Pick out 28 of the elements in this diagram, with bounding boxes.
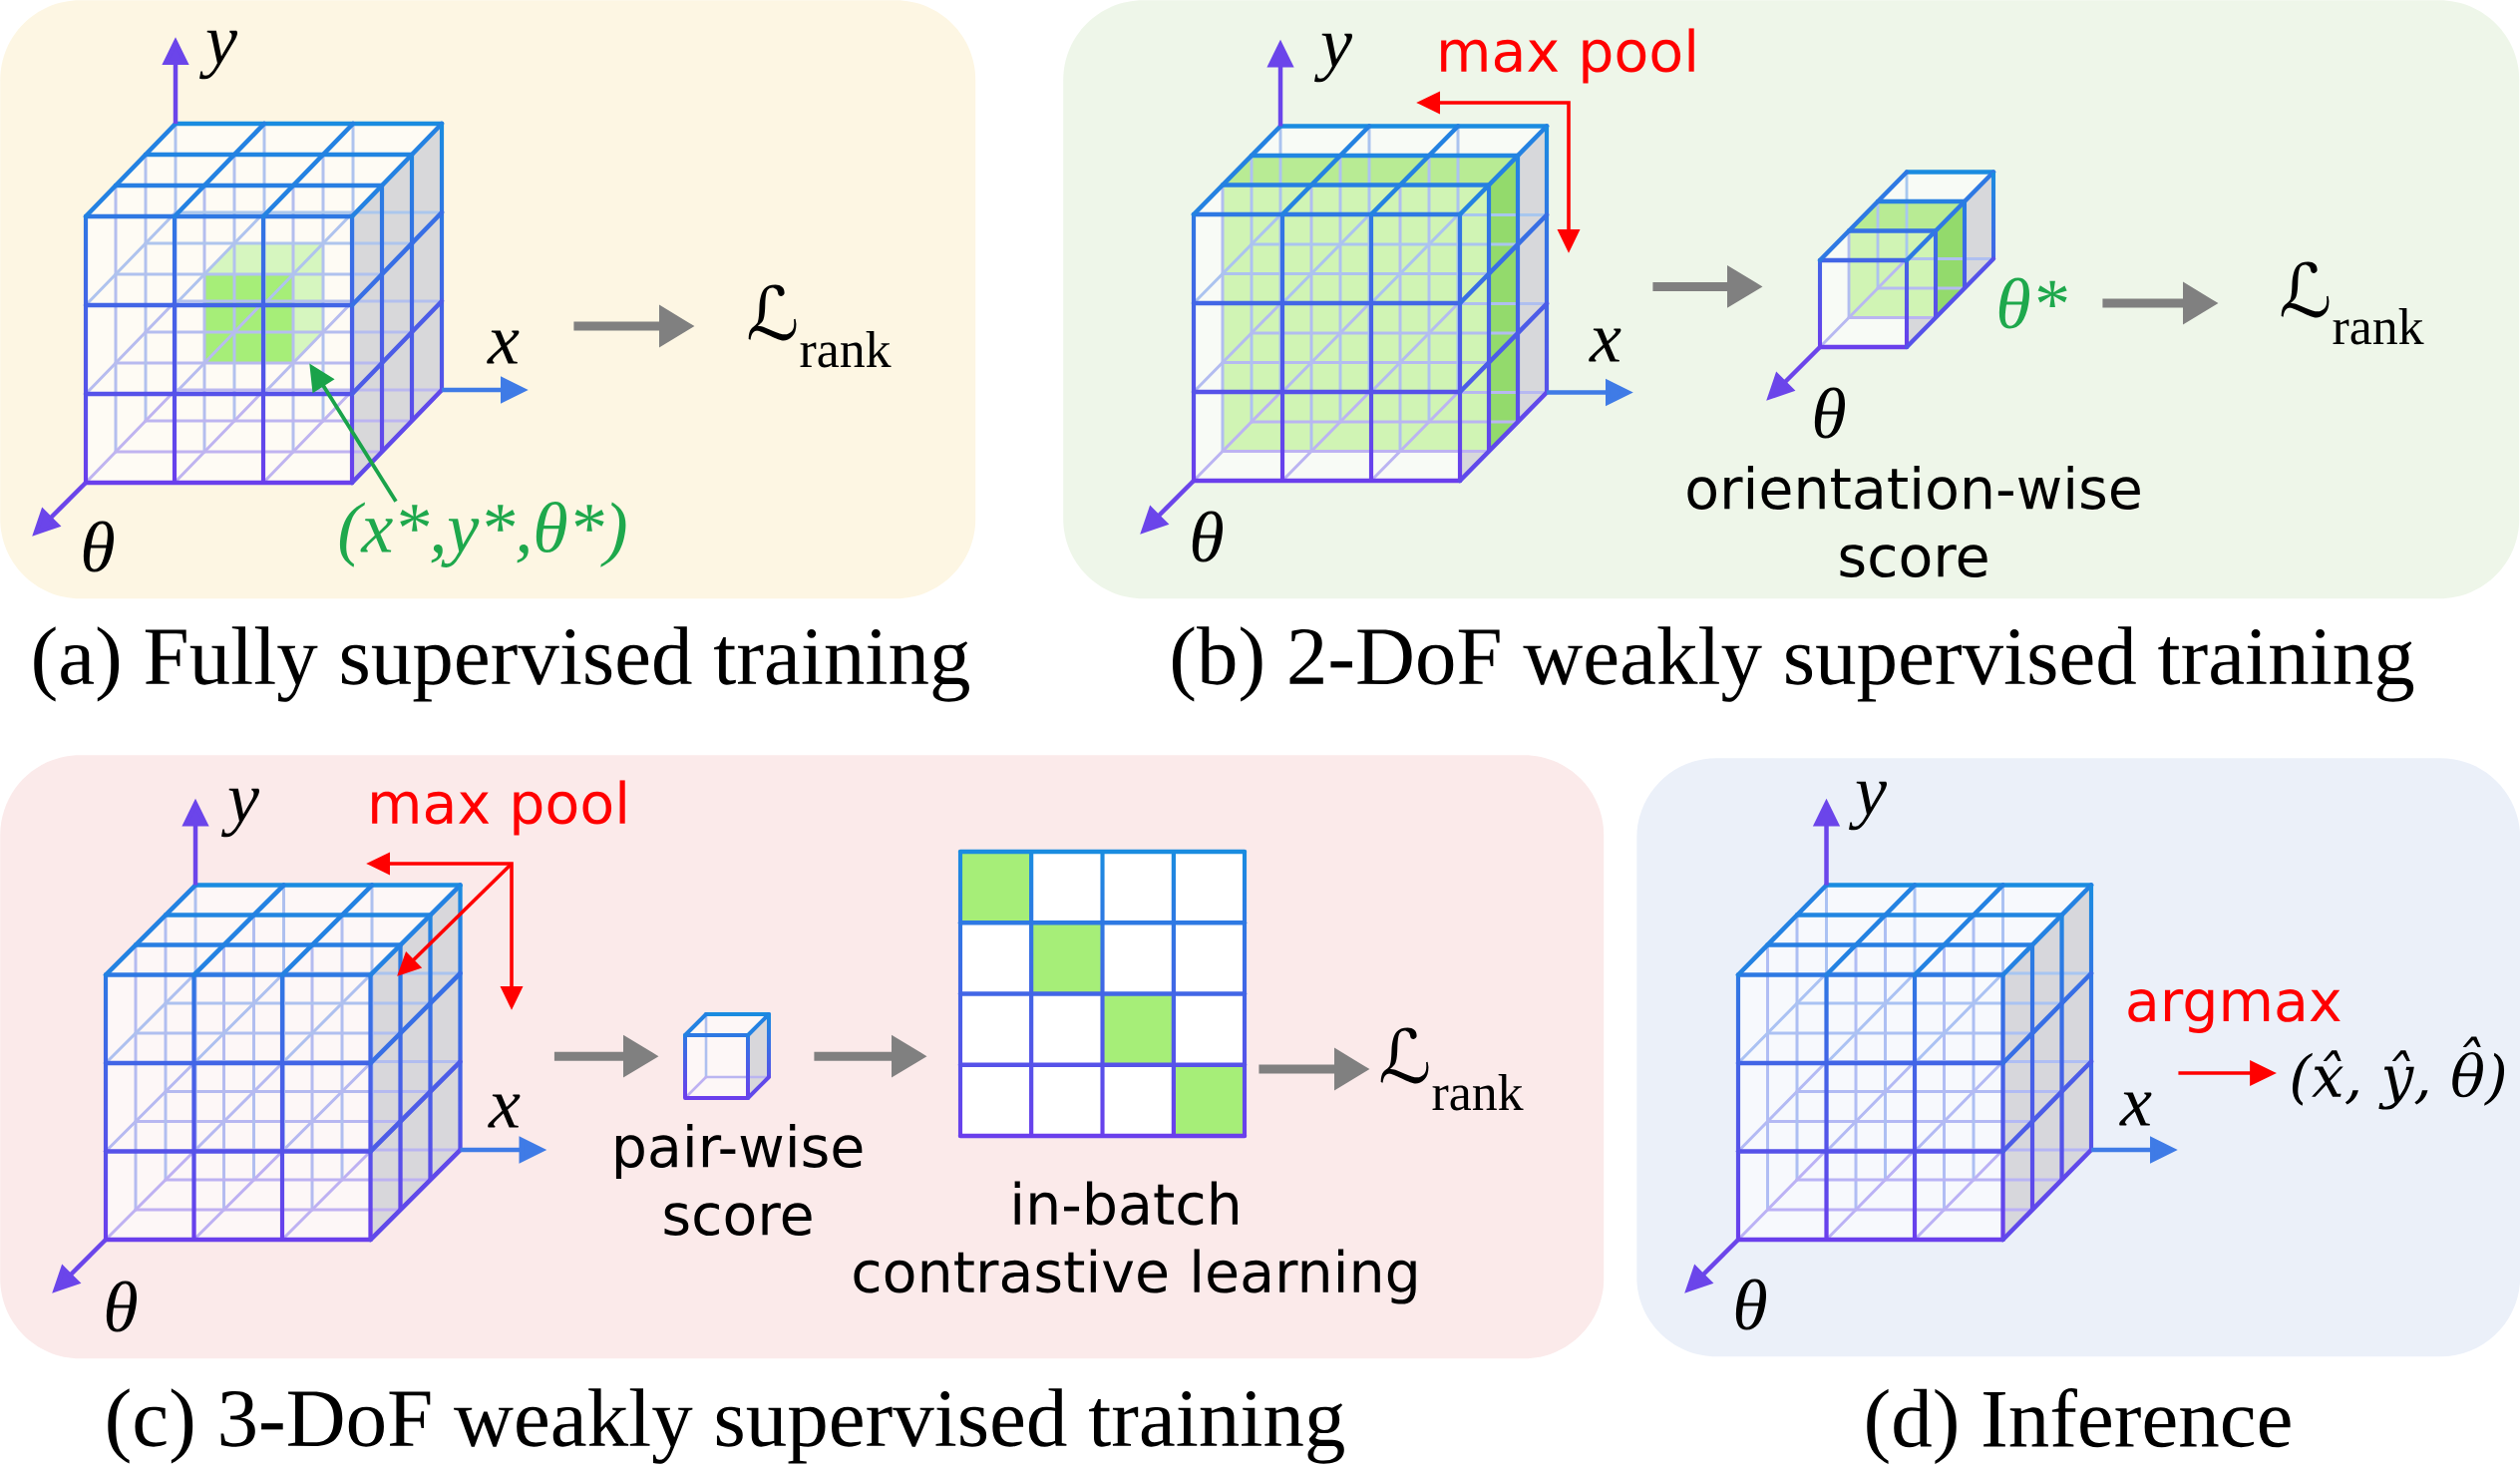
coordinate-label: (x̂, ŷ, θ̂) (2293, 1036, 2505, 1110)
axis-label: θ (83, 521, 114, 572)
highlighted-cell (204, 243, 323, 363)
pooling-label: max pool (372, 780, 625, 836)
math-label: θ* (1998, 277, 2067, 329)
axis-label: y (1314, 33, 1353, 83)
math-label: ℒ$_{rank}$ (1380, 1027, 1524, 1111)
axis-label: y (1849, 781, 1888, 831)
axis-label: θ (106, 1281, 137, 1332)
panel-caption: (d) Inference (1867, 1387, 2291, 1465)
axis-label: x (488, 1094, 521, 1128)
axis-label: y (221, 788, 260, 838)
math-label: ℒ$_{rank}$ (2281, 261, 2424, 345)
caption-text: orientation-wise score (1687, 465, 2140, 578)
panel-caption: (a) Fully supervised training (34, 626, 969, 702)
coordinate-label: (x*,y*,θ*) (339, 502, 626, 567)
edge-label: argmax (2121, 986, 2345, 1036)
axis-label: x (487, 330, 520, 364)
axis-label: y (199, 30, 238, 80)
axis-label: θ (1735, 1279, 1766, 1330)
axis-label: x (1589, 328, 1621, 362)
axis-label: θ (1814, 387, 1845, 439)
math-label: ℒ$_{rank}$ (748, 284, 892, 368)
axis-label: θ (1192, 511, 1223, 562)
panel-caption: (c) 3-DoF weakly supervised training (108, 1388, 1344, 1464)
pooling-label: max pool (1441, 28, 1694, 84)
axis-label: x (2119, 1092, 2152, 1126)
panel-caption: (b) 2-DoF weakly supervised training (1173, 626, 2414, 702)
